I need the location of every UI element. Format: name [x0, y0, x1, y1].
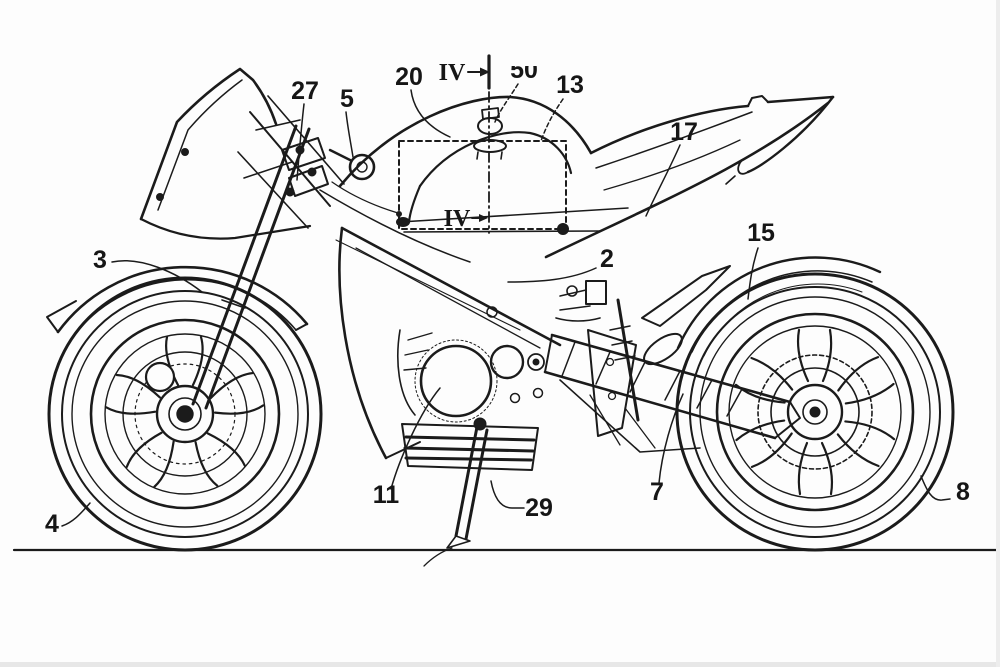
callout-2: 2	[600, 245, 614, 273]
callout-8: 8	[956, 478, 970, 506]
footpeg-bracket	[588, 330, 636, 436]
tail-section	[546, 96, 833, 370]
tank-outline	[420, 132, 571, 186]
leader-lines	[62, 84, 950, 526]
leader-11	[391, 388, 440, 489]
rear-wheel	[677, 274, 953, 550]
rear-sprocket	[758, 355, 872, 469]
section-label-iv-top: IV	[439, 60, 466, 86]
leader-8	[921, 476, 950, 500]
callout-20: 20	[395, 63, 423, 91]
leader-29	[491, 481, 524, 508]
callout-13: 13	[556, 71, 584, 99]
callout-7: 7	[650, 478, 664, 506]
front-wheel	[49, 278, 321, 550]
scan-edge-right	[996, 0, 1000, 667]
leader-2	[508, 268, 596, 282]
tank-cover-outline	[340, 97, 591, 186]
rear-fender	[678, 258, 880, 356]
throttle-cable	[332, 182, 398, 213]
callout-11: 11	[373, 481, 400, 509]
engine	[398, 307, 544, 470]
motor-cover	[421, 346, 491, 416]
tail-lower-line	[546, 103, 828, 257]
control-unit	[556, 281, 606, 321]
section-dashed-box	[399, 141, 566, 229]
windscreen	[141, 69, 276, 219]
scan-edge-bottom	[0, 662, 1000, 667]
seat-rail-spike	[642, 266, 730, 326]
leader-5	[346, 112, 353, 157]
callout-50: 50	[510, 56, 538, 84]
leader-3	[112, 261, 202, 292]
callout-3: 3	[93, 246, 107, 274]
front-brake-caliper	[146, 363, 174, 391]
swingarm-truss-braces	[562, 342, 742, 416]
front-fairing	[141, 69, 344, 239]
leader-15	[748, 248, 758, 299]
callout-15: 15	[747, 219, 775, 247]
leader-13	[541, 99, 563, 141]
oil-sump	[402, 424, 538, 470]
callout-27: 27	[291, 77, 319, 105]
section-arrow-top: IV	[439, 60, 490, 86]
front-fork	[193, 126, 328, 408]
belly-panel	[336, 228, 560, 458]
callout-4: 4	[45, 510, 59, 538]
callout-5: 5	[340, 85, 354, 113]
section-arrow-bottom: IV	[444, 206, 488, 232]
side-stand	[424, 418, 487, 566]
front-fender	[47, 267, 307, 338]
leader-4	[62, 503, 90, 526]
section-label-iv-bottom: IV	[444, 206, 471, 232]
callout-29: 29	[525, 494, 553, 522]
rear-suspension	[588, 300, 638, 436]
swingarm	[545, 335, 800, 452]
sump-fins	[405, 437, 534, 460]
leader-17	[646, 145, 680, 216]
leader-7	[659, 394, 683, 483]
leader-27	[297, 104, 304, 180]
leader-20	[411, 90, 450, 137]
leader-50	[495, 84, 518, 122]
front-brake-disc	[123, 352, 247, 476]
callout-17: 17	[670, 118, 698, 146]
